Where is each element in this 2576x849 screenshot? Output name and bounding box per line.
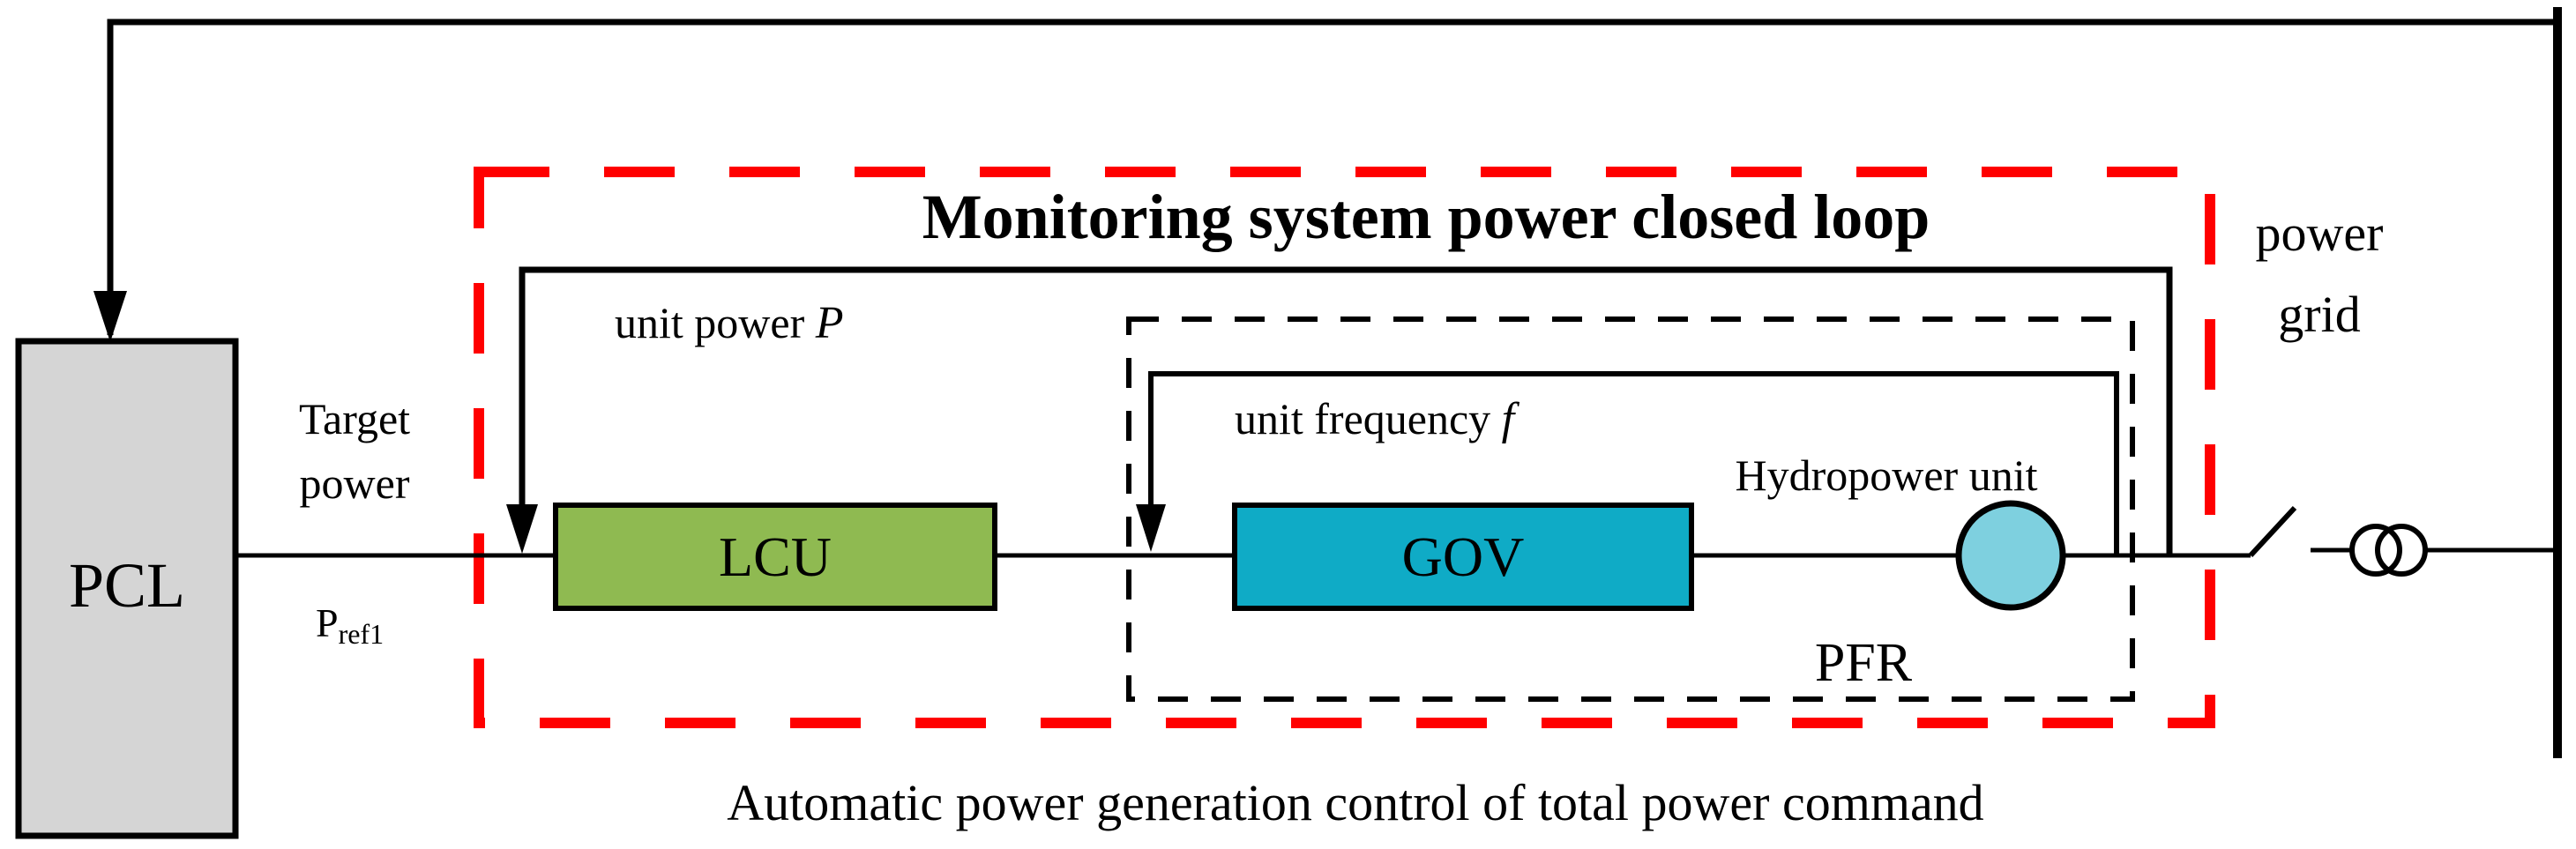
power-grid-label-line2: grid — [2278, 286, 2360, 343]
diagram-caption: Automatic power generation control of to… — [727, 774, 1983, 831]
arrowhead-unit-power — [506, 504, 538, 554]
lcu-label: LCU — [719, 525, 832, 588]
hydropower-unit-label: Hydropower unit — [1736, 451, 2038, 500]
pfr-label: PFR — [1815, 633, 1913, 693]
power-grid-label-line1: power — [2256, 205, 2384, 262]
unit-power-label: unit power P — [615, 298, 844, 348]
unit-frequency-feedback-line — [1148, 371, 2119, 555]
pref1-label: Pref1 — [316, 600, 384, 650]
target-power-label-line1: Target — [299, 394, 410, 443]
lcu-box — [553, 503, 997, 611]
pcl-box — [15, 338, 239, 839]
unit-power-feedback-line — [519, 266, 2173, 555]
target-power-label-line2: power — [300, 458, 410, 508]
diagram-title: Monitoring system power closed loop — [922, 182, 1930, 252]
unit-frequency-label: unit frequency f — [1235, 394, 1520, 444]
arrowhead-unit-frequency — [1136, 504, 1166, 552]
monitoring-loop-dashed-boundary — [474, 167, 2215, 728]
pcl-label: PCL — [69, 550, 185, 621]
hydropower-unit-circle — [1955, 500, 2066, 611]
pfr-dashed-boundary — [1126, 317, 2135, 702]
switch-blade — [2248, 505, 2297, 558]
gov-label: GOV — [1402, 525, 1525, 588]
arrowhead-into-pcl — [93, 291, 127, 342]
gov-box — [1232, 503, 1694, 611]
transformer-coil-left — [2349, 524, 2402, 577]
grid-to-pcl-feedback-line — [107, 19, 2557, 335]
